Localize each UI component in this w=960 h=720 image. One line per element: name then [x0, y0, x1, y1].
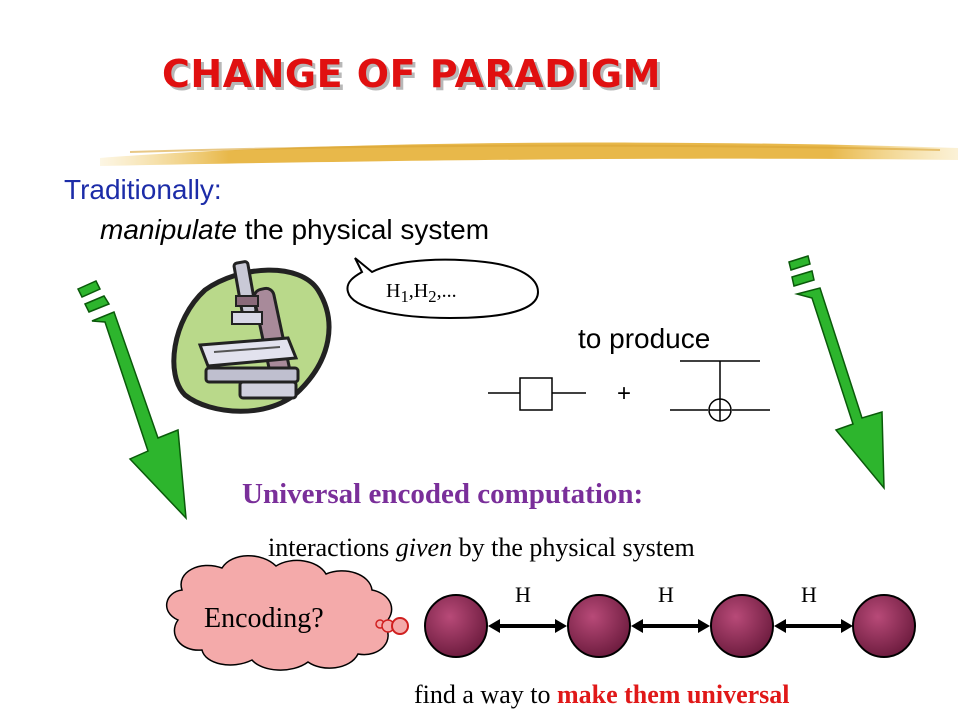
qubit-2 — [567, 594, 631, 658]
cnot-gate-icon — [670, 360, 770, 422]
hamiltonian-label: H1,H2,... — [386, 280, 457, 306]
interactions-pre: interactions — [268, 533, 396, 562]
to-produce-label: to produce — [578, 323, 711, 354]
coupling-arrow — [774, 619, 853, 633]
coupling-arrow — [631, 619, 710, 633]
qubit-1 — [424, 594, 488, 658]
hamiltonian-sub-1: 1 — [400, 287, 409, 306]
qubit-3 — [710, 594, 774, 658]
interactions-given: given — [395, 533, 453, 562]
find-emphasis: make them universal — [556, 680, 790, 709]
manipulate-line: manipulate the physical system — [100, 214, 489, 246]
interactions-post: by the physical system — [452, 533, 695, 562]
title-underline — [100, 142, 958, 166]
plus-sign: + — [617, 380, 632, 407]
coupling-arrow — [488, 619, 567, 633]
coupling-label: H — [515, 582, 531, 607]
speech-bubble-icon — [346, 257, 540, 320]
interactions-line: interactions given by the physical syste… — [268, 533, 695, 563]
encoding-label: Encoding? — [204, 603, 324, 634]
thought-cloud-icon — [166, 555, 409, 671]
manipulate-rest: the physical system — [236, 214, 490, 245]
hamiltonian-sub-2: 2 — [428, 287, 437, 306]
microscope-icon — [171, 260, 332, 414]
green-arrow-icon — [788, 255, 885, 491]
single-qubit-gate-icon — [488, 377, 586, 411]
slide-title: Change of paradigm — [162, 52, 661, 96]
green-arrow-icon — [76, 280, 187, 521]
find-way-line: find a way to make them universal — [414, 680, 790, 710]
qubit-4 — [852, 594, 916, 658]
traditionally-heading: Traditionally: — [64, 174, 222, 205]
find-pre: find a way to — [414, 680, 557, 709]
manipulate-word: manipulate — [100, 214, 237, 245]
coupling-label: H — [801, 582, 817, 607]
universal-heading: Universal encoded computation: — [242, 478, 644, 510]
qubit-chain — [424, 594, 916, 658]
coupling-label: H — [658, 582, 674, 607]
